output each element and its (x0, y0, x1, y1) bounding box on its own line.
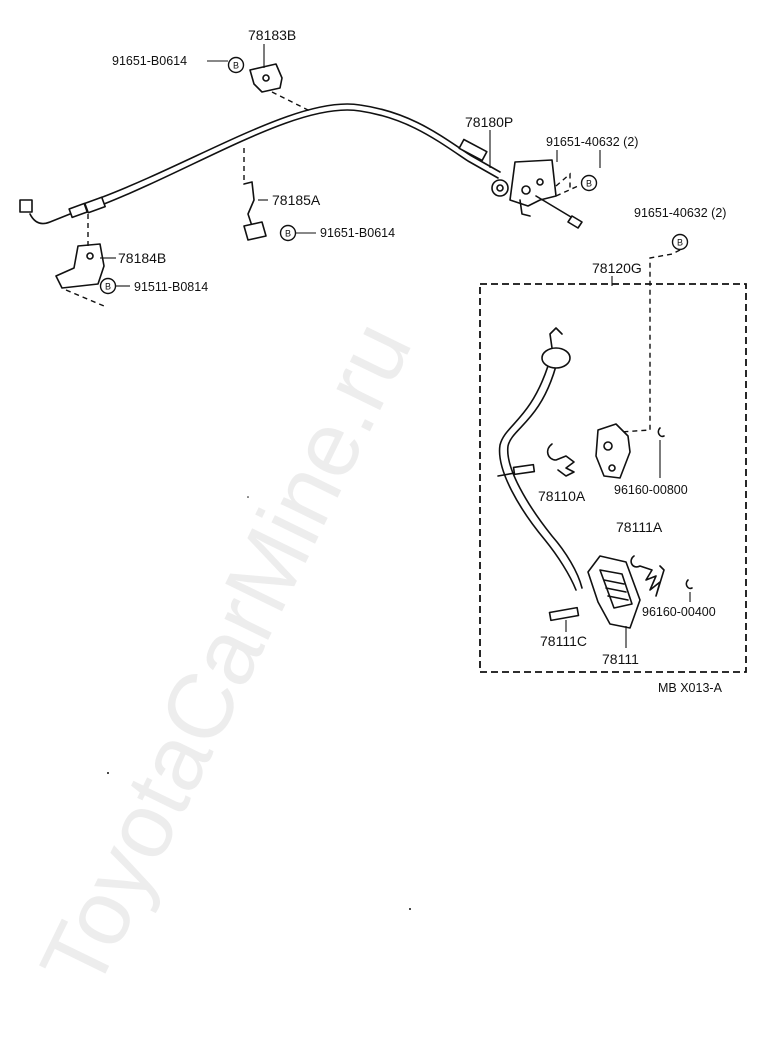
pedal-spring-78110A (546, 443, 575, 477)
accelerator-pedal-arm (497, 327, 583, 591)
svg-text:B: B (586, 179, 592, 189)
dashed-link-bracket-bolt-right (555, 172, 579, 197)
label-78111C: 78111C (540, 633, 587, 649)
label-96160-00800: 96160-00800 (614, 483, 688, 497)
bolt-symbol-top: B (227, 56, 245, 74)
bolt-symbol-right-a: B (580, 174, 598, 192)
speck (409, 908, 411, 910)
label-78183B: 78183B (248, 27, 296, 43)
label-78110A: 78110A (538, 488, 586, 504)
pedal-pin-78111C (548, 606, 580, 622)
label-78111: 78111 (602, 651, 639, 667)
bolt-symbol-right-b: B (671, 233, 689, 251)
pedal-clip-96160-00400 (685, 579, 693, 590)
label-78180P: 78180P (465, 114, 513, 130)
pedal-clip-96160-00800 (657, 427, 665, 438)
svg-text:B: B (677, 238, 683, 248)
accelerator-pedal-pad-78111 (587, 555, 641, 629)
label-78184B: 78184B (118, 250, 166, 266)
dashed-link-bracket-bolt (65, 289, 105, 307)
label-91511-B0814: 91511-B0814 (134, 280, 208, 294)
cable-bracket-78184B (55, 243, 105, 289)
svg-text:B: B (285, 229, 291, 239)
label-91651-B0614-mid: 91651-B0614 (320, 226, 395, 240)
label-91651-40632-b: 91651-40632 (2) (634, 206, 726, 220)
label-96160-00400: 96160-00400 (642, 605, 716, 619)
label-78111A: 78111A (616, 519, 663, 535)
cable-clamp-78183B (249, 63, 283, 93)
speck (107, 772, 109, 774)
watermark-text: ToyotaCarMine.ru (21, 306, 431, 1003)
dashed-link-clamp-cable (271, 91, 313, 113)
label-91651-40632-a: 91651-40632 (2) (546, 135, 638, 149)
throttle-link-assembly (491, 159, 583, 229)
label-78120G: 78120G (592, 260, 642, 276)
svg-text:B: B (233, 61, 239, 71)
bolt-symbol-mid: B (279, 224, 297, 242)
bolt-symbol-bottom-left: B (99, 277, 117, 295)
cable-clip-78185A (243, 181, 267, 241)
pedal-assembly-box (479, 283, 747, 673)
pedal-spring-78111A (630, 555, 665, 597)
svg-text:B: B (105, 282, 111, 292)
diagram-code: MB X013-A (658, 681, 723, 695)
label-78185A: 78185A (272, 192, 321, 208)
pedal-bracket (595, 423, 631, 479)
label-91651-B0614-top: 91651-B0614 (112, 54, 187, 68)
accelerator-cable (19, 103, 501, 225)
speck (247, 496, 249, 498)
